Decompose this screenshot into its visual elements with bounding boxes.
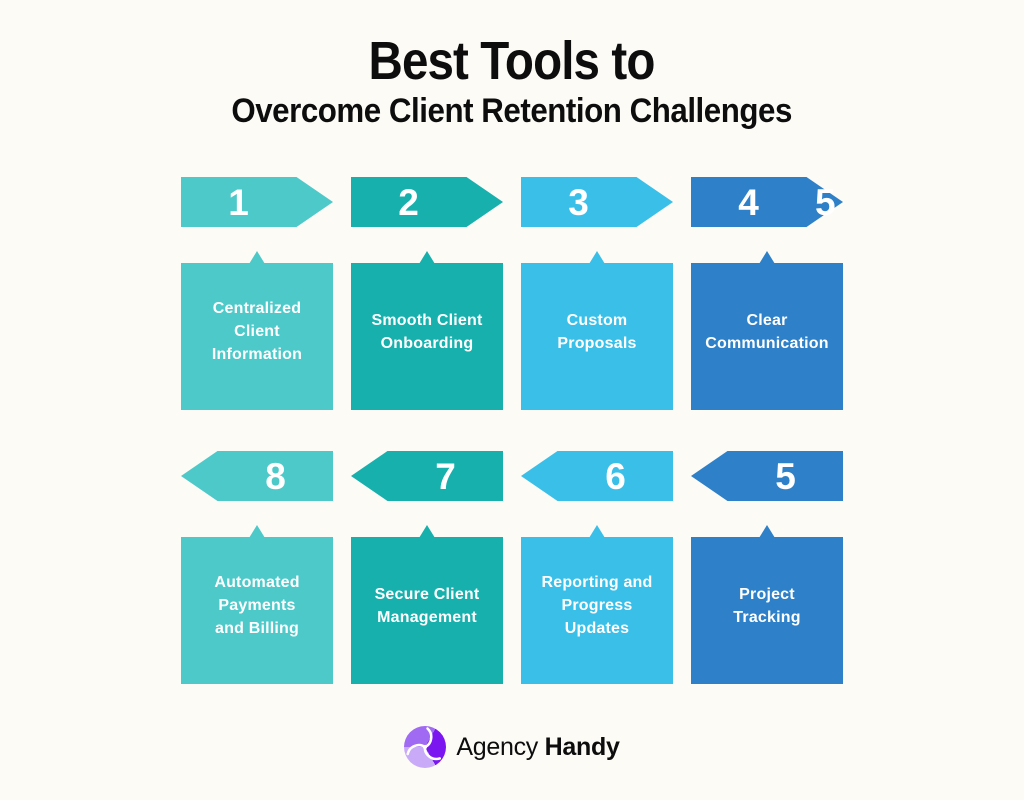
- step-label-line: and Billing: [215, 620, 299, 637]
- step-number-1: 1: [228, 181, 249, 223]
- step-arrow-3: 3: [521, 177, 673, 227]
- step-label-line: Automated: [214, 574, 300, 591]
- step-arrow-7: 7: [351, 451, 503, 501]
- step-label-line: Centralized: [212, 300, 302, 317]
- page-title: Best Tools to Overcome Client Retention …: [0, 32, 1024, 130]
- step-label-line: Progress: [561, 597, 633, 614]
- step-label-line: Proposals: [557, 334, 637, 352]
- step-number-8: 8: [265, 455, 286, 497]
- step-number-4: 4: [738, 181, 759, 223]
- step-number-6: 6: [605, 455, 626, 497]
- step-label-line: Tracking: [733, 608, 801, 626]
- step-label-line: Reporting and: [541, 574, 653, 591]
- brand-text: Agency Handy: [456, 733, 619, 762]
- title-line-2: Overcome Client Retention Challenges: [231, 92, 793, 130]
- step-box-8: Automated Payments and Billing: [181, 537, 333, 684]
- step-label-line: Clear: [746, 311, 788, 329]
- step-number-2: 2: [398, 181, 419, 223]
- step-arrow-6: 6: [521, 451, 673, 501]
- footer-brand: Agency Handy: [0, 726, 1024, 768]
- title-line-1: Best Tools to: [368, 31, 656, 91]
- step-label-line: Information: [211, 346, 303, 363]
- step-box-1: Centralized Client Information: [181, 263, 333, 410]
- step-box-3: Custom Proposals: [521, 263, 673, 410]
- step-box-7: Secure Client Management: [351, 537, 503, 684]
- step-label-line: Client: [234, 323, 280, 340]
- step-arrow-2: 2: [351, 177, 503, 227]
- step-box-2: Smooth Client Onboarding: [351, 263, 503, 410]
- step-arrow-4: 4: [691, 177, 843, 227]
- step-number-3: 3: [568, 181, 589, 223]
- step-box-6: Reporting and Progress Updates: [521, 537, 673, 684]
- logo-swirl-separators-icon: [406, 727, 442, 761]
- step-arrow-8: 8: [181, 451, 333, 501]
- step-label-line: Updates: [564, 620, 630, 637]
- step-label-line: Communication: [705, 334, 829, 352]
- step-number-7: 7: [435, 455, 456, 497]
- step-label-line: Onboarding: [380, 334, 474, 352]
- step-label-line: Payments: [218, 597, 296, 614]
- brand-first-word: Agency: [456, 732, 539, 761]
- step-box-4: Clear Communication: [691, 263, 843, 410]
- step-label-line: Secure Client: [374, 585, 480, 603]
- step-number-5: 5: [775, 455, 796, 497]
- step-label-line: Project: [739, 585, 795, 603]
- step-label-line: Custom: [566, 311, 628, 329]
- agency-handy-swirl-logo-icon: [404, 726, 447, 768]
- step-arrow-5: 5: [691, 451, 843, 501]
- step-label-line: Management: [377, 608, 477, 626]
- step-label-line: Smooth Client: [371, 311, 483, 329]
- step-box-5: Project Tracking: [691, 537, 843, 684]
- brand-second-word: Handy: [544, 732, 620, 761]
- step-arrow-1: 1: [181, 177, 333, 227]
